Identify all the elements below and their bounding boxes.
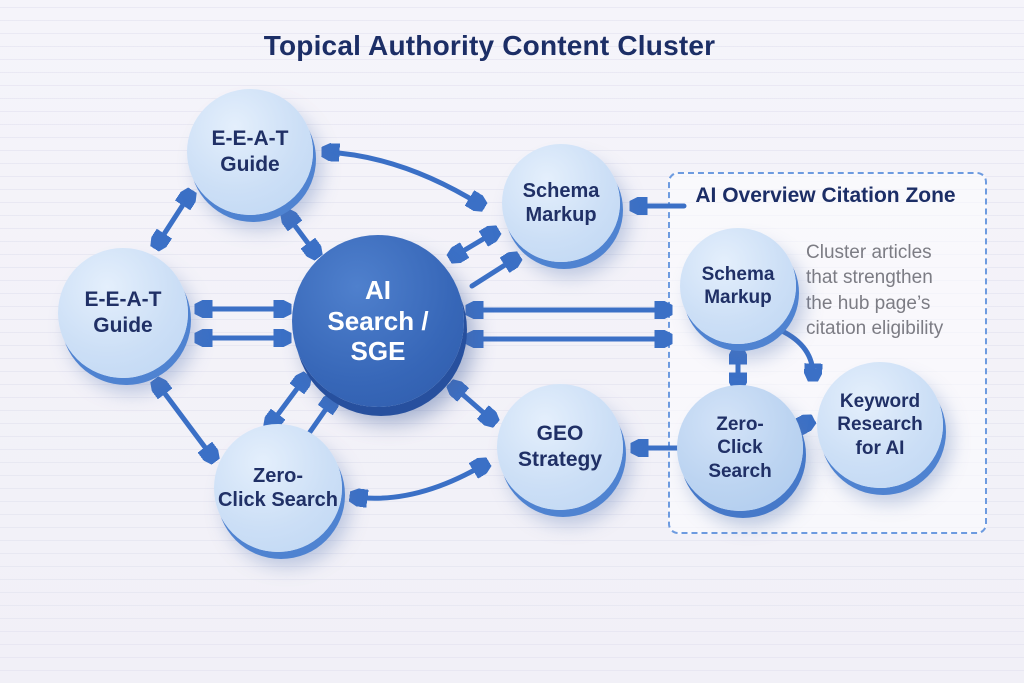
arrow-zeroclick-center-1 bbox=[270, 378, 305, 425]
arrow-center-geo bbox=[453, 386, 493, 421]
node-zone-zero-click: Zero- Click Search bbox=[677, 385, 803, 511]
arrow-zeroclick-geo bbox=[354, 464, 485, 498]
node-eeat-guide-top: E-E-A-T Guide bbox=[187, 89, 313, 215]
diagram-title: Topical Authority Content Cluster bbox=[263, 30, 716, 61]
node-geo-strategy: GEO Strategy bbox=[497, 384, 623, 510]
zone-annotation: Cluster articles that strengthen the hub… bbox=[806, 242, 944, 340]
arrow-center-schema-1 bbox=[453, 232, 495, 257]
arrow-eeat-top-eeat-left bbox=[157, 194, 190, 245]
arrow-eeat-top-schema bbox=[326, 152, 481, 205]
arrow-zoneschema-keyword bbox=[777, 327, 813, 377]
arrow-center-schema-2 bbox=[469, 258, 516, 289]
node-eeat-guide-left: E-E-A-T Guide bbox=[58, 248, 188, 378]
arrow-eeat-left-zeroclick bbox=[157, 383, 213, 458]
node-ai-search-sge-hub: AI Search / SGE bbox=[292, 235, 464, 407]
node-zone-schema-markup: Schema Markup bbox=[680, 228, 796, 344]
node-keyword-research-ai: Keyword Research for AI bbox=[817, 362, 943, 488]
zone-title: AI Overview Citation Zone bbox=[695, 184, 956, 207]
arrow-eeat-top-center bbox=[287, 215, 316, 254]
node-schema-markup: Schema Markup bbox=[502, 144, 620, 262]
node-zero-click-search: Zero- Click Search bbox=[214, 424, 342, 552]
